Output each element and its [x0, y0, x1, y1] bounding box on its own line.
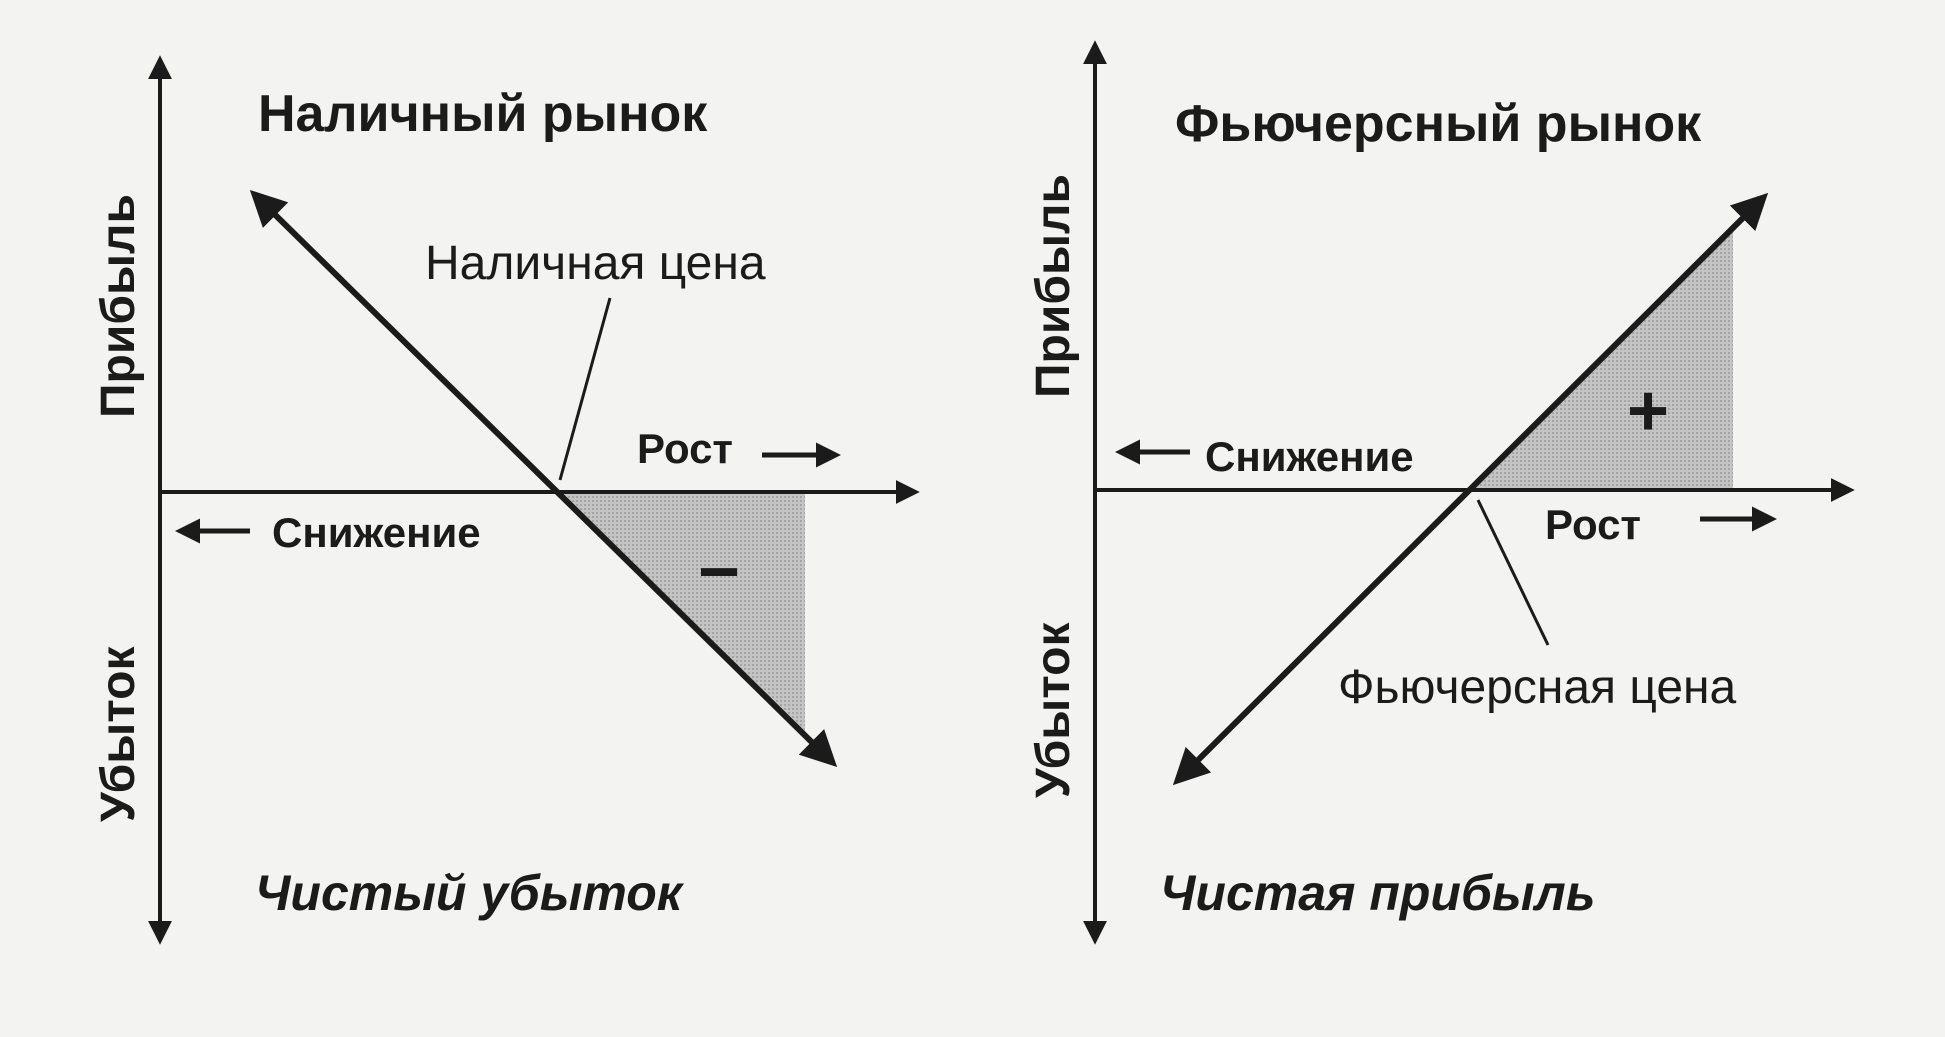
- right-fall-label: Снижение: [1205, 433, 1414, 480]
- right-price-line: [1172, 192, 1769, 786]
- right-y-up-label: Прибыль: [1027, 174, 1080, 398]
- right-title: Фьючерсный рынок: [1175, 95, 1702, 153]
- right-result: Чистая прибыль: [1160, 865, 1596, 921]
- right-price-label: Фьючерсная цена: [1338, 661, 1737, 714]
- left-result: Чистый убыток: [255, 865, 683, 921]
- right-panel-graphics: [1083, 40, 1855, 945]
- left-fall-label: Снижение: [272, 509, 481, 556]
- right-rise-label: Рост: [1545, 501, 1641, 548]
- right-y-down-label: Убыток: [1027, 622, 1080, 798]
- right-gain-sign: +: [1627, 371, 1670, 451]
- left-price-label: Наличная цена: [425, 237, 766, 290]
- left-callout-leader: [558, 297, 612, 481]
- left-price-line: [249, 189, 838, 768]
- left-loss-sign: −: [698, 532, 741, 612]
- left-panel-graphics: [148, 55, 920, 945]
- left-y-down-label: Убыток: [92, 646, 145, 822]
- left-title: Наличный рынок: [258, 85, 708, 143]
- right-callout-leader: [1476, 499, 1550, 646]
- left-y-up-label: Прибыль: [92, 194, 145, 418]
- left-rise-label: Рост: [637, 425, 733, 472]
